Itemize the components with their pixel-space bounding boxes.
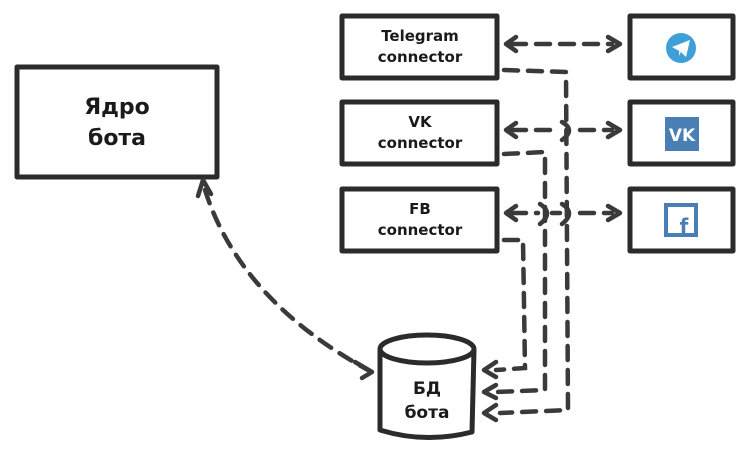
- fb-connector-label-line1: FB: [409, 200, 431, 218]
- vk-service-box: [627, 99, 736, 167]
- fb-connector-label-line2: connector: [378, 221, 463, 239]
- fb-connector-node: FB connector: [339, 186, 500, 254]
- vk-connector-label-line1: VK: [408, 113, 433, 131]
- telegram-connector-node: Telegram connector: [339, 13, 500, 81]
- fb-service-node: f: [627, 186, 736, 254]
- vk-service-node: VK: [627, 99, 736, 167]
- vk-connector-node: VK connector: [339, 99, 500, 167]
- svg-text:VK: VK: [669, 126, 696, 146]
- fb-connector-box: [339, 186, 500, 254]
- database-label-line2: бота: [405, 403, 450, 423]
- core-label-line2: бота: [88, 126, 146, 151]
- database-body: [377, 349, 477, 440]
- link-fb-service: [503, 201, 623, 227]
- database-label-line1: БД: [413, 379, 441, 399]
- telegram-service-node: [627, 13, 736, 81]
- link-telegram-service: [503, 34, 623, 54]
- link-telegram-database: [481, 67, 571, 423]
- telegram-connector-label-line2: connector: [378, 48, 463, 66]
- svg-text:f: f: [680, 214, 689, 238]
- database-top: [377, 332, 477, 366]
- telegram-connector-label-line1: Telegram: [381, 27, 459, 45]
- link-vk-database: [481, 149, 548, 401]
- link-vk-service: [503, 119, 623, 143]
- database-node: БД бота: [377, 332, 477, 440]
- core-label-line1: Ядро: [84, 95, 150, 120]
- telegram-connector-box: [339, 13, 500, 81]
- core-box: [14, 64, 220, 180]
- core-node: Ядро бота: [14, 64, 220, 180]
- vk-connector-label-line2: connector: [378, 134, 463, 152]
- telegram-service-box: [627, 13, 736, 81]
- vk-connector-box: [339, 99, 500, 167]
- telegram-icon: [666, 33, 696, 63]
- vk-icon: VK: [665, 117, 699, 151]
- link-core-database: [195, 177, 375, 381]
- link-fb-database: [481, 237, 528, 380]
- facebook-icon: f: [664, 203, 698, 238]
